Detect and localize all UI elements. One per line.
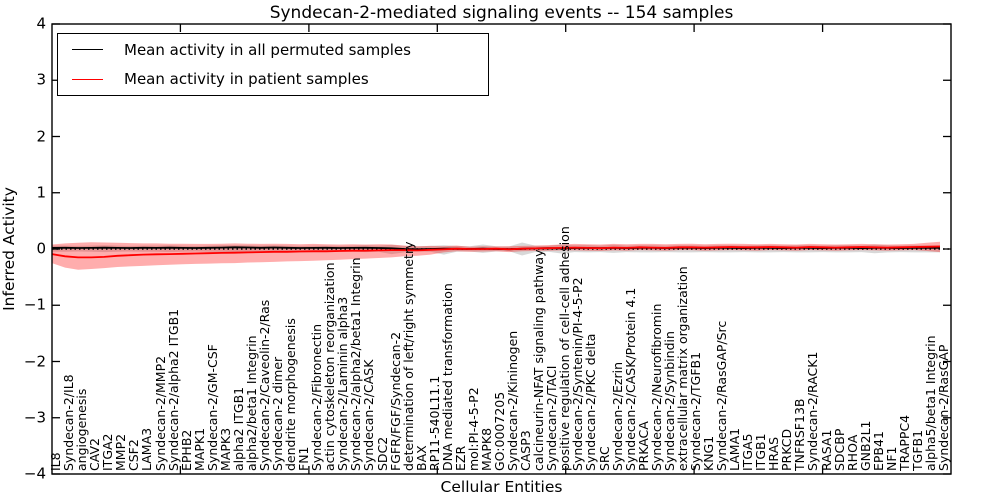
x-tick-label: Syndecan-2/CASK	[361, 359, 377, 471]
x-tick-label: MAPK3	[217, 427, 233, 471]
chart-title: Syndecan-2-mediated signaling events -- …	[269, 3, 734, 23]
x-tick-label: RHOA	[844, 434, 860, 471]
x-tick-label: MAPK8	[478, 427, 494, 471]
x-axis-label: Cellular Entities	[440, 478, 563, 496]
x-tick-label: PRKACA	[635, 421, 651, 471]
x-tick-label: mol:PI-4-5-P2	[465, 387, 481, 471]
x-tick-label: Syndecan-2/PKC delta	[583, 333, 599, 471]
y-tick-label: −1	[23, 295, 46, 314]
x-tick-label: EPB41	[870, 431, 886, 471]
patient-line-swatch	[72, 78, 103, 80]
x-tick-label: determination of left/right symmetry	[400, 241, 416, 472]
x-tick-label: SRC	[596, 446, 612, 471]
y-tick-label: −3	[23, 408, 46, 427]
x-tick-label: Syndecan-2/CASK/Protein 4.1	[622, 287, 638, 471]
permuted-line-swatch	[72, 49, 103, 51]
x-tick-label: Syndecan-2/MMP2	[152, 355, 168, 471]
legend-item-patient: Mean activity in patient samples	[58, 65, 488, 93]
x-tick-label: LAMA3	[139, 427, 155, 471]
patient-confidence-band	[52, 241, 940, 270]
x-tick-label: SDC2	[374, 436, 390, 471]
x-tick-label: Syndecan-2/GM-CSF	[204, 344, 220, 471]
x-tick-label: SDCBP	[831, 428, 847, 471]
x-tick-label: alpha2/beta1 Integrin	[243, 335, 259, 471]
x-tick-label: Syndecan-2/Neurofibromin	[648, 303, 664, 471]
x-tick-label: Syndecan-2/Ezrin	[609, 361, 625, 471]
patient-mean-line	[51, 245, 941, 259]
y-axis-label: Inferred Activity	[0, 187, 18, 311]
x-tick-label: TGFB1	[909, 429, 925, 471]
x-tick-label: NF1	[883, 446, 899, 472]
x-tick-label: RASA1	[818, 429, 834, 471]
x-tick-label: FGFR/FGF/Syndecan-2	[387, 331, 403, 471]
x-tick-label: Syndecan-2/Caveolin-2/Ras	[256, 299, 272, 471]
x-tick-label: KNG1	[700, 435, 716, 471]
x-tick-label: MAPK1	[191, 427, 207, 471]
x-tick-label: extracellular matrix organization	[674, 266, 690, 471]
y-tick-label: 3	[36, 70, 46, 89]
y-tick-label: 2	[36, 127, 46, 145]
x-tick-label: alpha5/beta1 Integrin	[922, 335, 938, 471]
x-tick-label: RP11-540L11.1	[426, 375, 442, 471]
x-tick-label: GNB2L1	[857, 420, 873, 471]
legend: Mean activity in all permuted samples Me…	[57, 33, 489, 96]
x-tick-label: TRAPPC4	[896, 414, 912, 471]
y-tick-label: 0	[36, 239, 46, 258]
y-tick-label: 4	[36, 14, 46, 33]
x-tick-label: EZR	[452, 445, 468, 471]
y-tick-label: −2	[23, 352, 46, 370]
y-tick-label: 1	[36, 183, 46, 202]
x-tick-label: Syndecan-2/alpha2 ITGB1	[165, 308, 181, 471]
y-tick-label: −4	[23, 464, 46, 483]
legend-label-permuted: Mean activity in all permuted samples	[124, 40, 411, 59]
legend-item-permuted: Mean activity in all permuted samples	[58, 36, 488, 64]
x-tick-label: BAX	[413, 445, 429, 471]
x-tick-label: Syndecan-2/RACK1	[805, 351, 821, 471]
x-tick-label: alpha2 ITGB1	[230, 386, 246, 471]
x-tick-label: DNA mediated transformation	[439, 283, 455, 471]
x-tick-label: EPHB2	[178, 429, 194, 471]
x-tick-label: Syndecan-2/RasGAP	[936, 344, 951, 471]
x-tick-label: Syndecan-2/Synbindin	[661, 331, 677, 471]
x-tick-label: Syndecan-2/TGFB1	[687, 351, 703, 471]
legend-label-patient: Mean activity in patient samples	[124, 70, 369, 89]
